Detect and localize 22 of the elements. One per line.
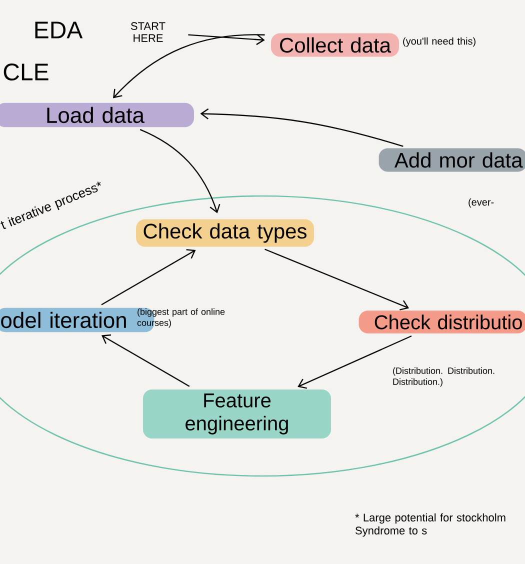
arrow (188, 34, 265, 46)
footnote-text: * Large potential for stockholm Syndrome to s (355, 513, 506, 537)
highlighted-step: Add mor data (378, 148, 525, 172)
arrow (102, 334, 190, 387)
side-note: (ever- (468, 198, 494, 208)
highlighted-step: Check distributio (358, 310, 525, 334)
side-note: (you'll need this) (403, 37, 476, 47)
arrow (140, 129, 220, 214)
title-text: EDA (35, 22, 83, 38)
start-text: START HERE (130, 22, 166, 42)
highlighted-step: Collect data (271, 33, 399, 57)
side-note: (biggest part of online courses) (137, 308, 225, 328)
side-note: (Distribution. Distribution. Distribution.) (393, 367, 494, 387)
title-text: CLE (4, 64, 48, 80)
arrow (200, 108, 404, 147)
highlighted-step: Feature engineering (143, 390, 331, 438)
highlighted-step: Check data types (136, 219, 314, 247)
arrow (264, 248, 410, 310)
arrow (113, 34, 265, 98)
arrow (101, 249, 196, 306)
highlighted-step: Load data (0, 102, 194, 128)
arrow (298, 335, 412, 389)
